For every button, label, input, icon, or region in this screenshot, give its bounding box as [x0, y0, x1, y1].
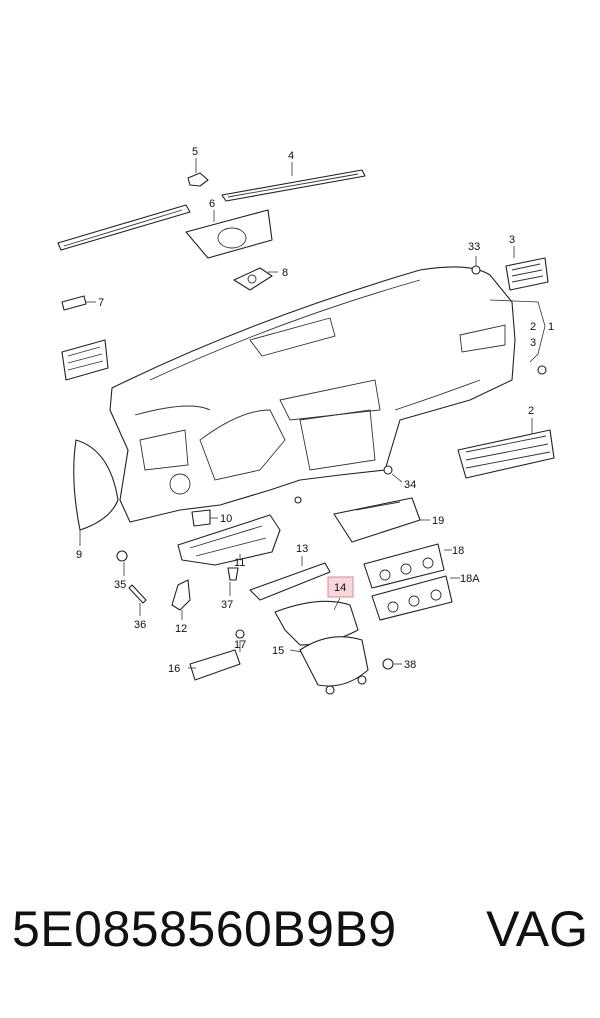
callout-3: 3 [509, 234, 515, 246]
callout-13: 13 [296, 543, 308, 555]
part-5-clip [187, 172, 209, 187]
callout-35: 35 [114, 579, 126, 591]
callout-34: 34 [404, 479, 416, 491]
part-10 [191, 509, 211, 527]
callout-18: 18 [452, 545, 464, 557]
part-12-bracket [171, 579, 191, 611]
parts-diagram: 5 4 6 8 7 33 3 2 1 3 2 9 10 11 12 13 14 … [57, 146, 555, 695]
callout-2b: 2 [528, 405, 534, 417]
callout-37: 37 [221, 599, 233, 611]
callout-5: 5 [192, 146, 198, 158]
callout-17: 17 [234, 639, 246, 651]
callout-11: 11 [234, 557, 245, 569]
part-8-bracket [233, 267, 273, 291]
part-screw-a [357, 675, 367, 685]
part-number-label: 5E0858560B9B9 [12, 901, 397, 957]
part-16-box [189, 649, 241, 681]
part-18a-control-panel [371, 575, 453, 621]
part-13-trim [249, 562, 331, 601]
highlight-14-box [327, 576, 354, 598]
part-33-screw [471, 265, 481, 275]
callout-3b: 3 [530, 337, 536, 349]
part-36-bolt [128, 584, 147, 604]
part-11-tray [177, 514, 281, 566]
callout-7: 7 [98, 297, 104, 309]
callout-16: 16 [168, 663, 180, 675]
part-4-trim-strip [221, 169, 366, 202]
part-screw-b [325, 685, 335, 695]
callout-14: 14 [334, 582, 346, 594]
part-3-vent [505, 257, 549, 291]
callout-15: 15 [272, 645, 284, 657]
callout-1: 1 [548, 321, 554, 333]
part-17-screw [235, 629, 245, 639]
brand-label: VAG [486, 901, 588, 957]
callout-10: 10 [220, 513, 232, 525]
part-38-screw [382, 658, 394, 670]
callout-8: 8 [282, 267, 288, 279]
part-2-vent [457, 429, 555, 479]
part-screw-c [294, 496, 302, 504]
callout-4: 4 [288, 150, 294, 162]
part-35-nut [116, 550, 128, 562]
part-34-screw [383, 465, 393, 475]
part-vent-left [61, 339, 109, 381]
callout-36: 36 [134, 619, 146, 631]
part-7-clip [61, 295, 87, 311]
part-14-shroud-upper [274, 600, 359, 646]
part-6-cover [185, 209, 273, 259]
callout-19: 19 [432, 515, 444, 527]
callout-33: 33 [468, 241, 480, 253]
part-screw-d [537, 365, 547, 375]
callout-6: 6 [209, 198, 215, 210]
part-trim-strip-left [57, 204, 191, 251]
part-37-clip [227, 567, 239, 581]
part-1-dashboard [109, 266, 516, 523]
footer: 5E0858560B9B9 VAG [0, 900, 600, 980]
part-18-control-panel [363, 543, 445, 589]
callout-18a: 18A [460, 573, 480, 585]
part-19-panel [333, 497, 421, 543]
callout-9: 9 [76, 549, 82, 561]
callout-38: 38 [404, 659, 416, 671]
callout-12: 12 [175, 623, 187, 635]
callout-2: 2 [530, 321, 536, 333]
part-9-side-cover [73, 439, 119, 531]
